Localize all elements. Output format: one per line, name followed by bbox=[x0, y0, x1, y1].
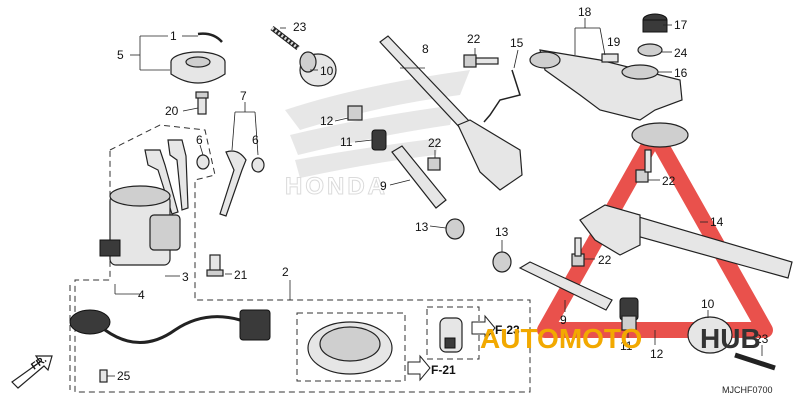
nut-13-left bbox=[445, 218, 465, 240]
callout-13-left: 13 bbox=[415, 220, 429, 234]
callout-11-right: 11 bbox=[620, 339, 633, 353]
callout-8: 8 bbox=[422, 42, 429, 56]
callout-20: 20 bbox=[165, 104, 179, 118]
callout-24: 24 bbox=[674, 46, 688, 60]
bolt-22-d bbox=[571, 237, 585, 267]
ref-f21: F-21 bbox=[407, 354, 456, 382]
callout-3: 3 bbox=[182, 270, 189, 284]
callout-19: 19 bbox=[607, 35, 621, 49]
bolt-22-b bbox=[427, 157, 441, 171]
callout-1: 1 bbox=[170, 29, 177, 43]
fuel-lock-ring bbox=[307, 321, 393, 375]
callout-4: 4 bbox=[138, 288, 145, 302]
callout-22-d: 22 bbox=[598, 253, 612, 267]
callout-7: 7 bbox=[240, 89, 247, 103]
front-direction-arrow: FR. bbox=[11, 354, 53, 389]
callout-25: 25 bbox=[117, 369, 131, 383]
callout-10-top: 10 bbox=[320, 64, 334, 78]
callout-12-right: 12 bbox=[650, 347, 664, 361]
key-set-dashed-outline bbox=[74, 124, 531, 393]
watermark-text-right: HUB bbox=[700, 323, 761, 354]
bolt-23-top bbox=[270, 26, 300, 50]
ref-f23-label: F-23 bbox=[495, 323, 520, 337]
callout-16: 16 bbox=[674, 66, 688, 80]
washer-24 bbox=[637, 43, 663, 57]
stem-9-right bbox=[518, 261, 613, 311]
cap-19 bbox=[601, 53, 619, 63]
seat-lock-dashed-box bbox=[426, 306, 480, 360]
callout-23-top: 23 bbox=[293, 20, 307, 34]
nut-16 bbox=[621, 64, 659, 80]
callout-17: 17 bbox=[674, 18, 688, 32]
bolt-20 bbox=[195, 91, 209, 115]
immobilizer-harness bbox=[69, 309, 271, 383]
collar-12-right bbox=[621, 315, 637, 331]
callout-22-b: 22 bbox=[428, 136, 442, 150]
seat-lock-cylinder bbox=[439, 317, 463, 353]
bolt-21 bbox=[206, 254, 224, 277]
bolt-22-c bbox=[635, 149, 652, 183]
snap-ring bbox=[197, 32, 223, 43]
callout-21: 21 bbox=[234, 268, 248, 282]
ignition-switch bbox=[99, 185, 181, 266]
callout-5: 5 bbox=[117, 48, 124, 62]
callout-22-c: 22 bbox=[662, 174, 676, 188]
steering-stem-nut bbox=[170, 51, 226, 84]
callout-9-left: 9 bbox=[380, 179, 387, 193]
lock-ring-dashed-box bbox=[296, 312, 406, 382]
callout-labels: 1 2 3 4 5 6 6 7 8 9 9 10 10 11 11 12 12 … bbox=[117, 5, 769, 383]
callout-11-left: 11 bbox=[340, 135, 353, 149]
leader-lines bbox=[107, 18, 763, 377]
callout-9-right: 9 bbox=[560, 313, 567, 327]
callout-2: 2 bbox=[282, 265, 289, 279]
ref-f23: F-23 bbox=[471, 314, 520, 342]
cap-17 bbox=[642, 13, 668, 33]
bushing-11-left bbox=[371, 129, 387, 151]
honda-logo-text: HONDA bbox=[285, 173, 388, 200]
handle-weight-bottom bbox=[687, 316, 733, 354]
bolt-23-bottom bbox=[734, 352, 776, 371]
callout-6-right: 6 bbox=[252, 133, 259, 147]
wire-clip bbox=[483, 69, 521, 123]
top-bridge bbox=[529, 49, 689, 148]
diagram-code: MJCHF0700 bbox=[722, 385, 773, 395]
callout-15: 15 bbox=[510, 36, 524, 50]
callout-22-a: 22 bbox=[467, 32, 481, 46]
bolt-22-a bbox=[463, 54, 499, 68]
watermark-text-left: AUTOMOTO bbox=[480, 323, 642, 354]
callout-6-left: 6 bbox=[196, 133, 203, 147]
collar-12-left bbox=[347, 105, 363, 121]
stem-9-left bbox=[391, 145, 447, 209]
callout-10-bottom: 10 bbox=[701, 297, 715, 311]
callout-13-right: 13 bbox=[495, 225, 509, 239]
right-handlebar bbox=[579, 204, 793, 279]
callout-23-bottom: 23 bbox=[755, 332, 769, 346]
ref-f21-label: F-21 bbox=[431, 363, 456, 377]
callout-14: 14 bbox=[710, 215, 724, 229]
callout-12-left: 12 bbox=[320, 114, 334, 128]
left-handlebar bbox=[379, 35, 523, 191]
callout-18: 18 bbox=[578, 5, 592, 19]
nut-13-right bbox=[492, 251, 512, 273]
